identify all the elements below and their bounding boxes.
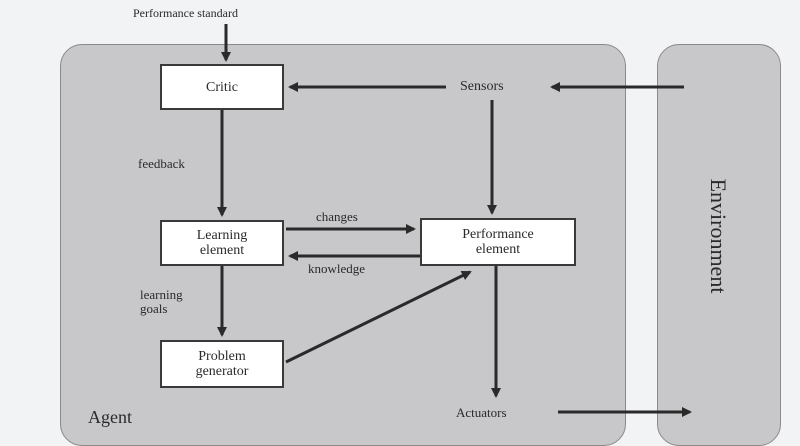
critic-box: Critic (160, 64, 284, 110)
problem-generator-box: Problem generator (160, 340, 284, 388)
problem-generator-label: Problem generator (195, 349, 249, 379)
diagram-arrows (217, 24, 692, 417)
performance-element-label: Performance element (462, 227, 534, 257)
environment-panel (657, 44, 781, 446)
performance-standard-label: Performance standard (133, 6, 238, 20)
agent-label: Agent (88, 407, 132, 427)
sensors-label: Sensors (460, 79, 504, 94)
learning-element-box: Learning element (160, 220, 284, 266)
environment-label: Environment (706, 178, 731, 294)
performance-element-box: Performance element (420, 218, 576, 266)
learning-element-label: Learning element (196, 228, 248, 258)
knowledge-label: knowledge (308, 261, 366, 276)
feedback-label: feedback (138, 156, 185, 171)
agent-architecture-diagram: Critic Learning element Performance elem… (60, 6, 781, 446)
changes-label: changes (316, 209, 358, 224)
learning-goals-label: learning goals (140, 287, 183, 316)
actuators-label: Actuators (456, 405, 507, 420)
critic-label: Critic (206, 79, 238, 95)
problem-to-performance-arrow (285, 270, 472, 364)
